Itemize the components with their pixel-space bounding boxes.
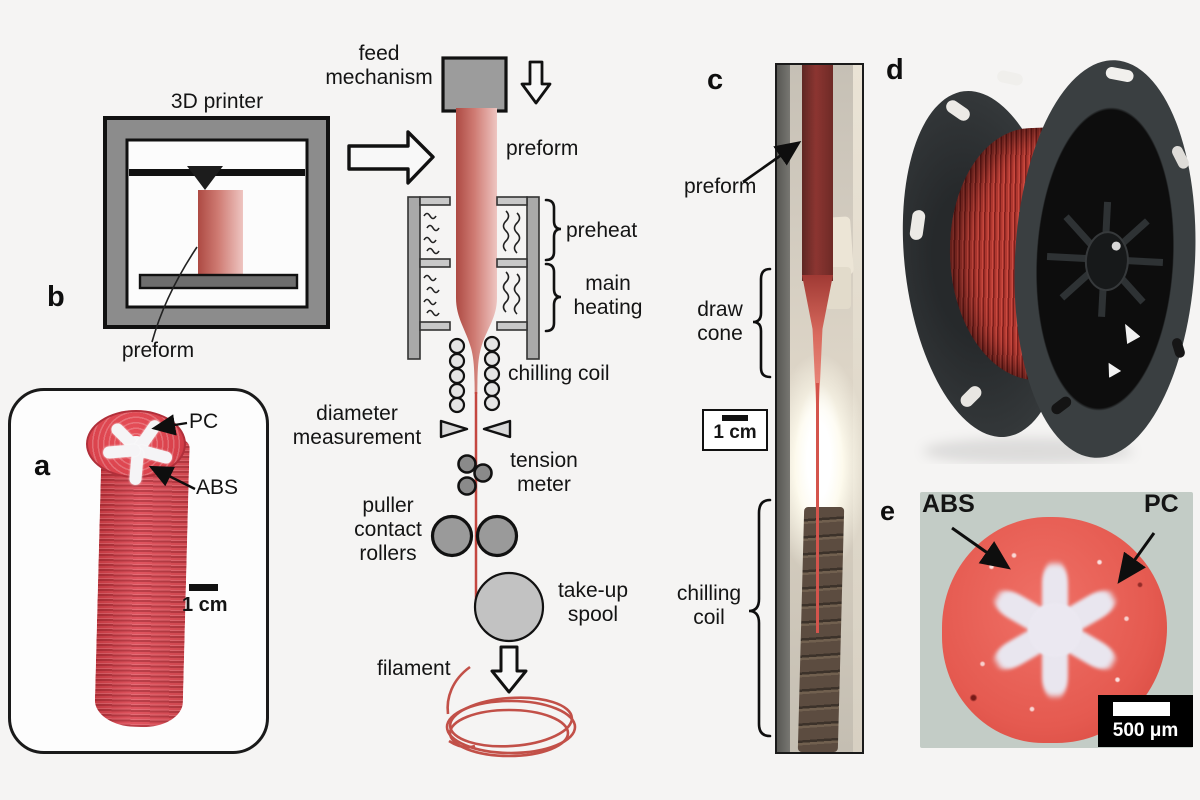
panel-e-pc-label: PC — [1144, 490, 1179, 518]
spool-slot — [1104, 65, 1135, 84]
panel-a-abs-label: ABS — [196, 476, 239, 499]
light-leak — [1108, 363, 1122, 379]
photo-preform-column — [802, 65, 833, 281]
preform-leader-line — [151, 246, 198, 343]
panel-b-preform-label: preform — [121, 339, 195, 362]
panel-letter-c: c — [707, 64, 724, 96]
light-leak — [1124, 324, 1141, 345]
scale-bar-box-c: 1 cm — [702, 409, 768, 451]
flow-arrow-down-icon — [520, 60, 552, 105]
diameter-measurement-label: diameter measurement — [292, 402, 422, 449]
panel-e-abs-label: ABS — [922, 490, 975, 518]
flow-arrow-down-icon — [490, 645, 528, 694]
process-preform-label: preform — [506, 137, 579, 160]
take-up-spool-label: take-up spool — [557, 579, 629, 626]
spool-hub-hole — [1111, 241, 1121, 251]
printer-title: 3D printer — [170, 90, 264, 113]
panel-c-preform-label: preform — [684, 175, 757, 198]
filament-spool-photo-panel — [893, 52, 1200, 464]
pc-core-center — [1027, 603, 1082, 657]
chilling-coil-icon — [448, 335, 501, 414]
draw-tower-photo-panel — [775, 63, 864, 754]
heater-element-icon — [423, 210, 521, 317]
scale-bar-box-e: 500 μm — [1098, 695, 1193, 747]
panel-a-pc-label: PC — [189, 410, 219, 433]
scale-bar-c — [722, 415, 748, 421]
spool-slot — [1049, 394, 1074, 417]
spool-slot — [1169, 143, 1191, 171]
feed-mechanism-label: feed mechanism — [325, 42, 433, 89]
photo-chilling-coil-stack — [797, 507, 845, 752]
scale-label-e: 500 μm — [1112, 720, 1179, 741]
tower-wall-left — [777, 65, 790, 752]
panel-letter-e: e — [880, 496, 896, 526]
furnace — [407, 196, 540, 360]
scale-label-c: 1 cm — [713, 422, 757, 443]
panel-letter-b: b — [47, 281, 65, 313]
scale-bar-e — [1113, 702, 1170, 716]
panel-a-scale-label: 1 cm — [182, 594, 228, 616]
preheat-label: preheat — [566, 219, 638, 242]
preheat-brace — [544, 198, 562, 333]
chilling-coil-label: chilling coil — [508, 362, 610, 385]
filament-coil-icon — [445, 665, 577, 758]
printer-nozzle-icon — [187, 166, 223, 190]
tension-meter-label: tension meter — [510, 449, 578, 496]
panel-letter-d: d — [886, 54, 904, 86]
preform-photo-panel — [8, 388, 269, 754]
feed-mechanism-box — [441, 56, 552, 113]
panel-letter-a: a — [34, 450, 51, 482]
puller-rollers-icon — [430, 514, 519, 558]
main-heating-label: main heating — [573, 272, 643, 319]
filament-label: filament — [377, 657, 451, 680]
preform-cylinder-top-face — [86, 410, 186, 486]
diameter-gauge-icon — [439, 419, 512, 439]
spool-slot — [996, 69, 1024, 87]
spool-slot — [1171, 336, 1187, 359]
draw-cone-label: draw cone — [697, 298, 743, 345]
panel-c-chilling-coil-label: chilling coil — [676, 582, 742, 629]
photo-filament-line — [816, 383, 819, 633]
take-up-spool-icon — [473, 571, 545, 643]
flow-arrow-right-icon — [347, 130, 435, 185]
tension-meter-icon — [457, 454, 493, 496]
puller-rollers-label: puller contact rollers — [354, 494, 422, 565]
schematic-preform — [456, 108, 497, 394]
printer-schematic — [103, 116, 330, 343]
preform-cylinder-body — [94, 437, 190, 729]
